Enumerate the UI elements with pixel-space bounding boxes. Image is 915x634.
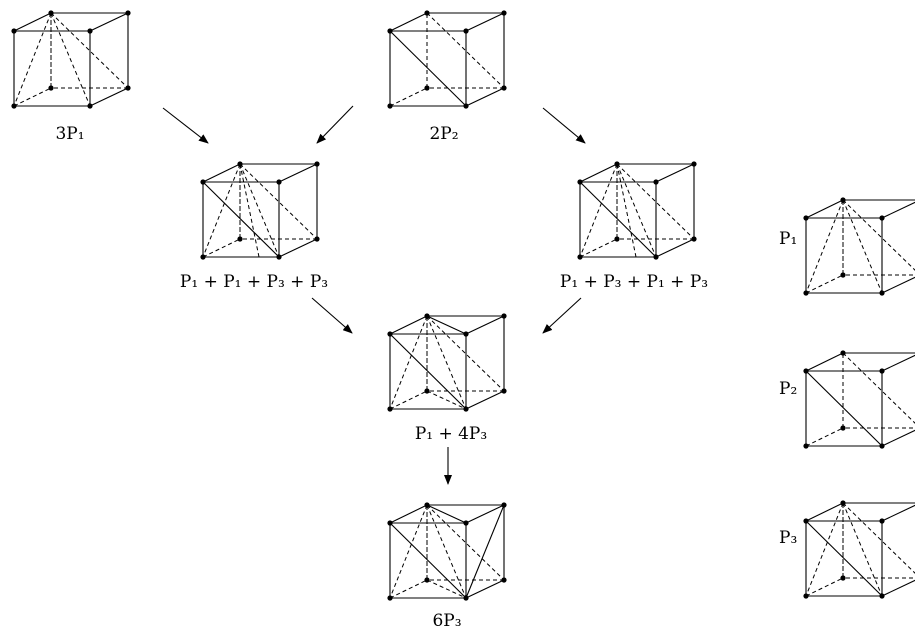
vertex-dot — [314, 161, 320, 167]
vertex-dot — [501, 313, 507, 319]
legend-label-p2: P₂ — [779, 379, 797, 399]
vertex-dot — [803, 443, 809, 449]
vertex-dot — [87, 28, 93, 34]
cube-p1p1p3p3 — [200, 161, 320, 260]
vertex-dot — [87, 103, 93, 109]
vertex-dot — [125, 10, 131, 16]
label-p1p3p1p3: P₁ + P₃ + P₁ + P₃ — [560, 272, 708, 292]
vertex-dot — [879, 215, 885, 221]
arrow-c-to-e — [311, 297, 353, 334]
vertex-dot — [879, 368, 885, 374]
vertex-dot — [276, 179, 282, 185]
label-2p2: 2P₂ — [429, 124, 458, 144]
vertex-dot — [463, 28, 469, 34]
vertex-dot — [614, 236, 620, 242]
vertex-dot — [237, 236, 243, 242]
legend-cube-p3 — [803, 500, 915, 599]
vertex-dot — [691, 161, 697, 167]
legend-cube-p1 — [803, 197, 915, 296]
arrow-d-to-e — [542, 297, 582, 334]
vertex-dot — [11, 28, 17, 34]
vertex-dot — [840, 272, 846, 278]
vertex-dot — [803, 215, 809, 221]
vertex-dot — [501, 10, 507, 16]
label-p1p1p3p3: P₁ + P₁ + P₃ + P₃ — [180, 272, 328, 292]
cube-p1-4p3 — [387, 313, 507, 412]
vertex-dot — [48, 85, 54, 91]
vertex-dot — [879, 518, 885, 524]
vertex-dot — [840, 575, 846, 581]
legend-cube-p2 — [803, 350, 915, 449]
vertex-dot — [424, 85, 430, 91]
cube-6p3 — [387, 502, 507, 601]
label-6p3: 6P₃ — [432, 611, 461, 631]
label-p1-4p3: P₁ + 4P₃ — [415, 424, 487, 444]
arrow-2p2-to-d — [542, 107, 586, 144]
arrow-3p1-to-c — [162, 107, 209, 144]
label-3p1: 3P₁ — [55, 124, 84, 144]
vertex-dot — [653, 179, 659, 185]
cube-2p2 — [387, 10, 507, 109]
cube-p1p3p1p3 — [577, 161, 697, 260]
vertex-dot — [879, 290, 885, 296]
arrow-2p2-to-c — [316, 105, 354, 144]
vertex-dot — [840, 425, 846, 431]
vertex-dot — [387, 103, 393, 109]
legend-label-p1: P₁ — [779, 229, 797, 249]
cube-3p1 — [11, 10, 131, 109]
legend-label-p3: P₃ — [779, 528, 797, 548]
